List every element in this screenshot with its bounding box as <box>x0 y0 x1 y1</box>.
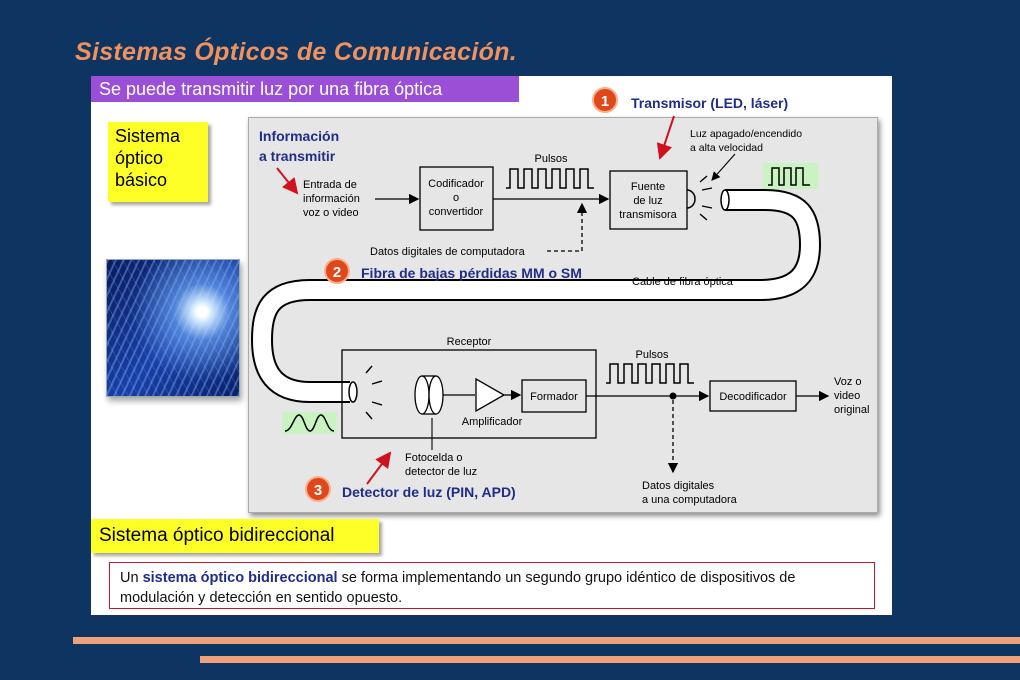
encoder-box <box>419 166 494 231</box>
description-suffix: se forma implementando un segundo grupo … <box>120 570 796 606</box>
callout-badge-1 <box>592 87 618 113</box>
bidirectional-system-label: Sistema óptico bidireccional <box>91 519 379 553</box>
cable-label: Cable de fibra óptica <box>632 276 734 288</box>
banner-heading: Se puede transmitir luz por una fibra óp… <box>91 76 519 102</box>
fiber-cable <box>250 189 822 403</box>
info-arrow <box>276 167 299 195</box>
encoder-label: Codificador <box>428 178 484 190</box>
received-waveform <box>284 414 335 432</box>
amplifier-triangle <box>475 377 506 413</box>
light-label: Luz apagado/encendido <box>690 128 802 140</box>
computer-data-label: Datos digitales de computadora <box>370 246 526 258</box>
callout-badge-3 <box>305 476 331 502</box>
source-label: transmisora <box>619 209 677 221</box>
pulses-top-label: Pulsos <box>534 153 568 165</box>
description-prefix: Un <box>120 570 143 586</box>
photocell <box>414 375 444 415</box>
output-label: Voz o <box>834 376 862 388</box>
pulse-train-bottom <box>606 363 694 384</box>
light-rays-top <box>699 175 713 221</box>
source-label: de luz <box>633 195 662 207</box>
output-label: original <box>834 404 869 416</box>
photocell-label: Fotocelda o <box>405 452 462 464</box>
pulse-train-top <box>506 168 594 189</box>
data-out-label: a una computadora <box>642 494 738 506</box>
receiver-label: Receptor <box>447 336 492 348</box>
computer-data-arrow <box>547 202 588 252</box>
receiver-box <box>341 349 597 439</box>
pulses-bottom-label: Pulsos <box>635 349 669 361</box>
input-label: información <box>303 193 360 205</box>
basic-system-line: Sistema <box>115 126 181 146</box>
callout-arrow-1 <box>656 115 675 160</box>
light-rays-bottom <box>365 365 383 420</box>
bidirectional-description: Un sistema óptico bidireccional se forma… <box>109 562 875 609</box>
callout-number-3: 3 <box>314 482 322 499</box>
fiber-optic-photo <box>106 259 240 397</box>
callout-arrow-3 <box>366 451 392 485</box>
output-label: video <box>834 390 860 402</box>
callout-label-2: Fibra de bajas pérdidas MM o SM <box>361 265 582 281</box>
light-source-box <box>609 170 688 230</box>
pulse-train-green-top <box>768 167 810 186</box>
data-out-label: Datos digitales <box>642 480 715 492</box>
info-label: a transmitir <box>259 148 336 164</box>
light-label: a alta velocidad <box>690 142 763 154</box>
info-label: Información <box>259 128 339 144</box>
input-label: voz o video <box>303 207 359 219</box>
decoder-box <box>709 380 797 412</box>
led-emitter <box>686 189 696 209</box>
basic-system-label: Sistema óptico básico <box>108 122 208 202</box>
amplifier-label: Amplificador <box>462 416 523 428</box>
encoder-label: convertidor <box>429 206 484 218</box>
basic-system-line: básico <box>115 170 168 190</box>
photocell-label: detector de luz <box>405 466 477 478</box>
callout-label-3: Detector de luz (PIN, APD) <box>342 484 516 500</box>
callout-number-2: 2 <box>333 264 341 281</box>
junction-dot <box>669 392 677 400</box>
shaper-label: Formador <box>530 391 578 403</box>
encoder-label: o <box>453 192 459 204</box>
decorative-stripe-top <box>73 637 1020 644</box>
callout-label-1: Transmisor (LED, láser) <box>631 95 788 111</box>
callout-number-1: 1 <box>601 93 609 110</box>
basic-system-line: óptico <box>115 148 164 168</box>
page-title: Sistemas Ópticos de Comunicación. <box>75 38 517 66</box>
shaper-box <box>521 379 587 413</box>
decorative-stripe-bottom <box>200 656 1020 663</box>
description-bold: sistema óptico bidireccional <box>142 570 338 586</box>
callout-badge-2 <box>324 258 350 284</box>
decoder-label: Decodificador <box>719 391 787 403</box>
light-label-arrow <box>711 153 736 181</box>
source-label: Fuente <box>631 181 665 193</box>
input-label: Entrada de <box>303 179 357 191</box>
